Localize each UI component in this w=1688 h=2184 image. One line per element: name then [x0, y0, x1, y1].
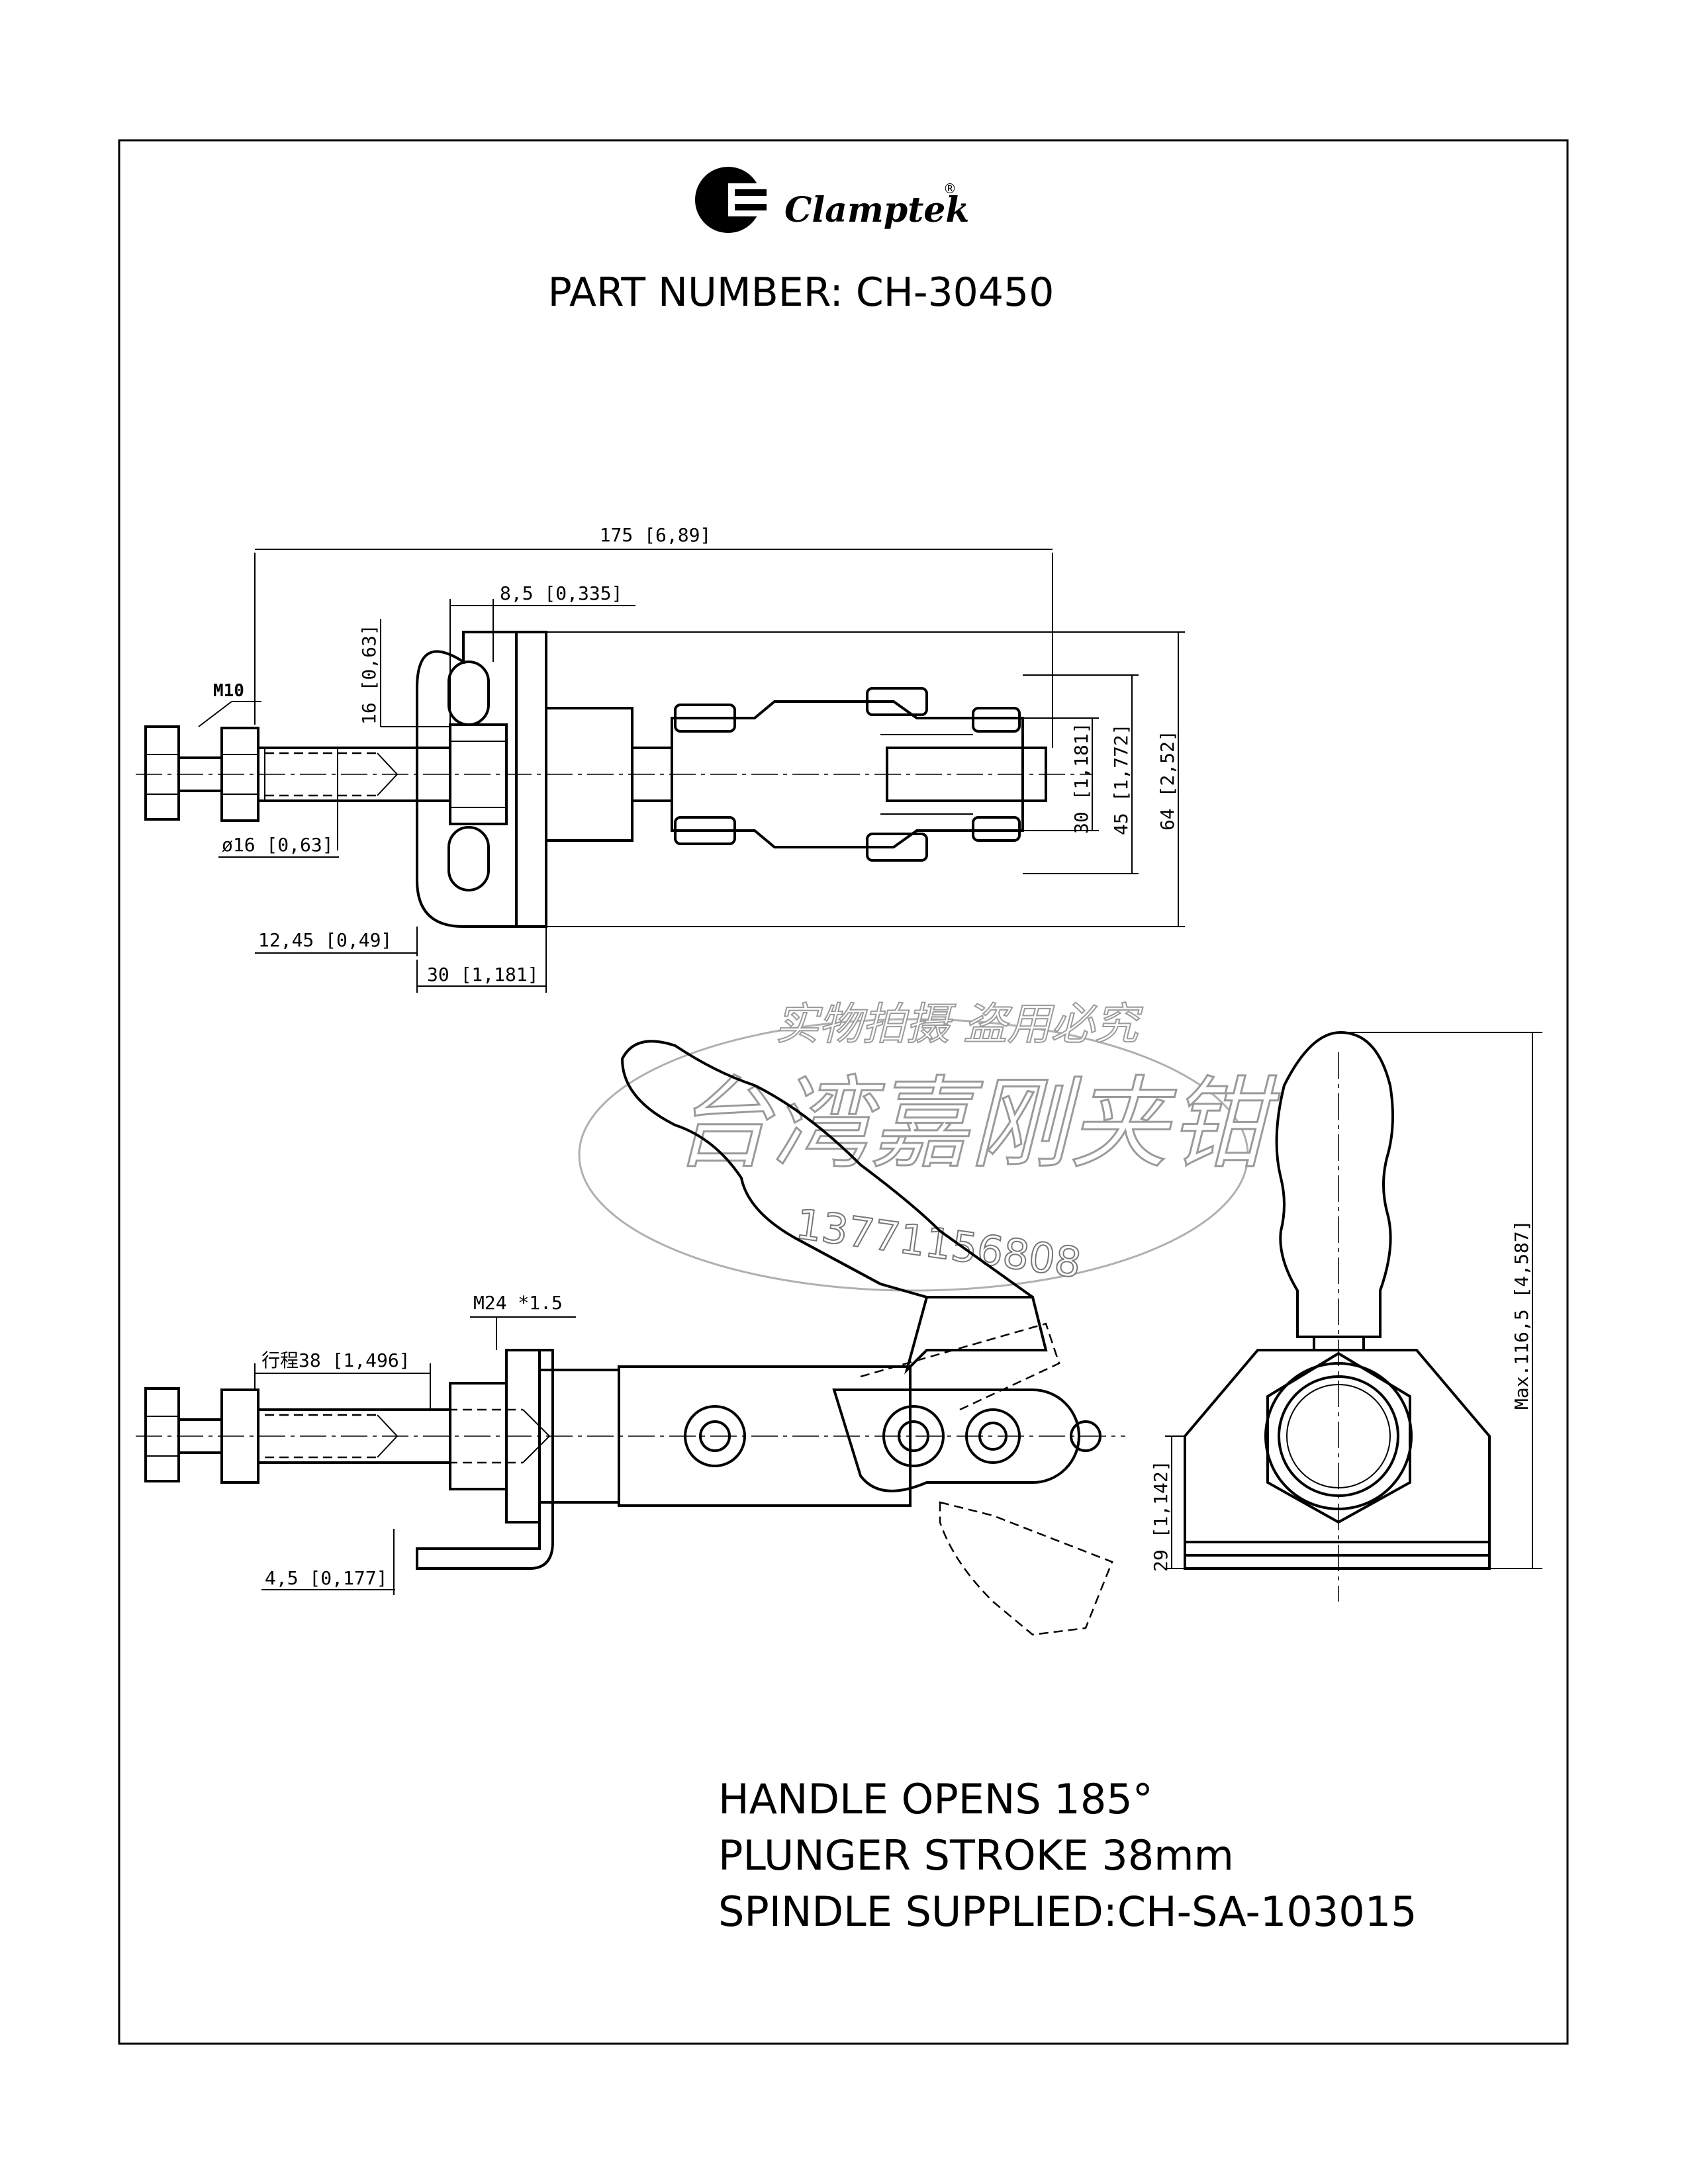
side-view: M24 *1.5 行程38 [1,496] 4,5 [0,177]	[136, 1040, 1125, 1636]
dim-base-height: 29 [1,142]	[1150, 1460, 1172, 1572]
note-handle-opens: HANDLE OPENS 185°	[718, 1775, 1153, 1823]
dim-stroke: 行程38 [1,496]	[261, 1349, 410, 1371]
sheet-border	[118, 139, 1569, 2045]
thread-body-label: M24 *1.5	[473, 1292, 563, 1314]
dim-width-45: 45 [1,772]	[1110, 723, 1132, 835]
registered-mark: ®	[943, 181, 957, 197]
clamptek-c-logo-icon	[695, 167, 767, 233]
dim-foot: 4,5 [0,177]	[265, 1567, 387, 1589]
dim-width-64: 64 [2,52]	[1156, 730, 1178, 831]
dim-plate-width: 30 [1,181]	[427, 964, 539, 985]
part-number: PART NUMBER: CH-30450	[548, 269, 1055, 316]
note-spindle-supplied: SPINDLE SUPPLIED:CH-SA-103015	[718, 1888, 1417, 1936]
thread-bolt-label: M10	[213, 681, 244, 701]
notes: HANDLE OPENS 185° PLUNGER STROKE 38mm SP…	[718, 1775, 1417, 1936]
watermark-phone: 13771156808	[793, 1200, 1084, 1288]
dim-width-30: 30 [1,181]	[1070, 722, 1092, 834]
top-view: 175 [6,89] 8,5 [0,335] 16 [0,63] M10 ø16…	[136, 524, 1185, 993]
dim-plate-thickness: 8,5 [0,335]	[500, 582, 622, 604]
dim-overall-length: 175 [6,89]	[600, 524, 712, 546]
dim-max-height: Max.116,5 [4,587]	[1511, 1220, 1532, 1410]
end-view: Max.116,5 [4,587] 29 [1,142]	[1150, 1030, 1542, 1602]
brand-name: Clamptek	[784, 190, 969, 230]
watermark: 实物拍摄 盗用必究 台湾嘉刚夹钳 13771156808	[578, 998, 1281, 1292]
dim-slot-height: 16 [0,63]	[358, 624, 380, 725]
note-plunger-stroke: PLUNGER STROKE 38mm	[718, 1831, 1234, 1880]
watermark-line1: 实物拍摄 盗用必究	[775, 999, 1144, 1050]
watermark-line2: 台湾嘉刚夹钳	[672, 1067, 1280, 1182]
dim-offset: 12,45 [0,49]	[258, 929, 392, 951]
dim-shaft-diameter: ø16 [0,63]	[222, 834, 334, 856]
